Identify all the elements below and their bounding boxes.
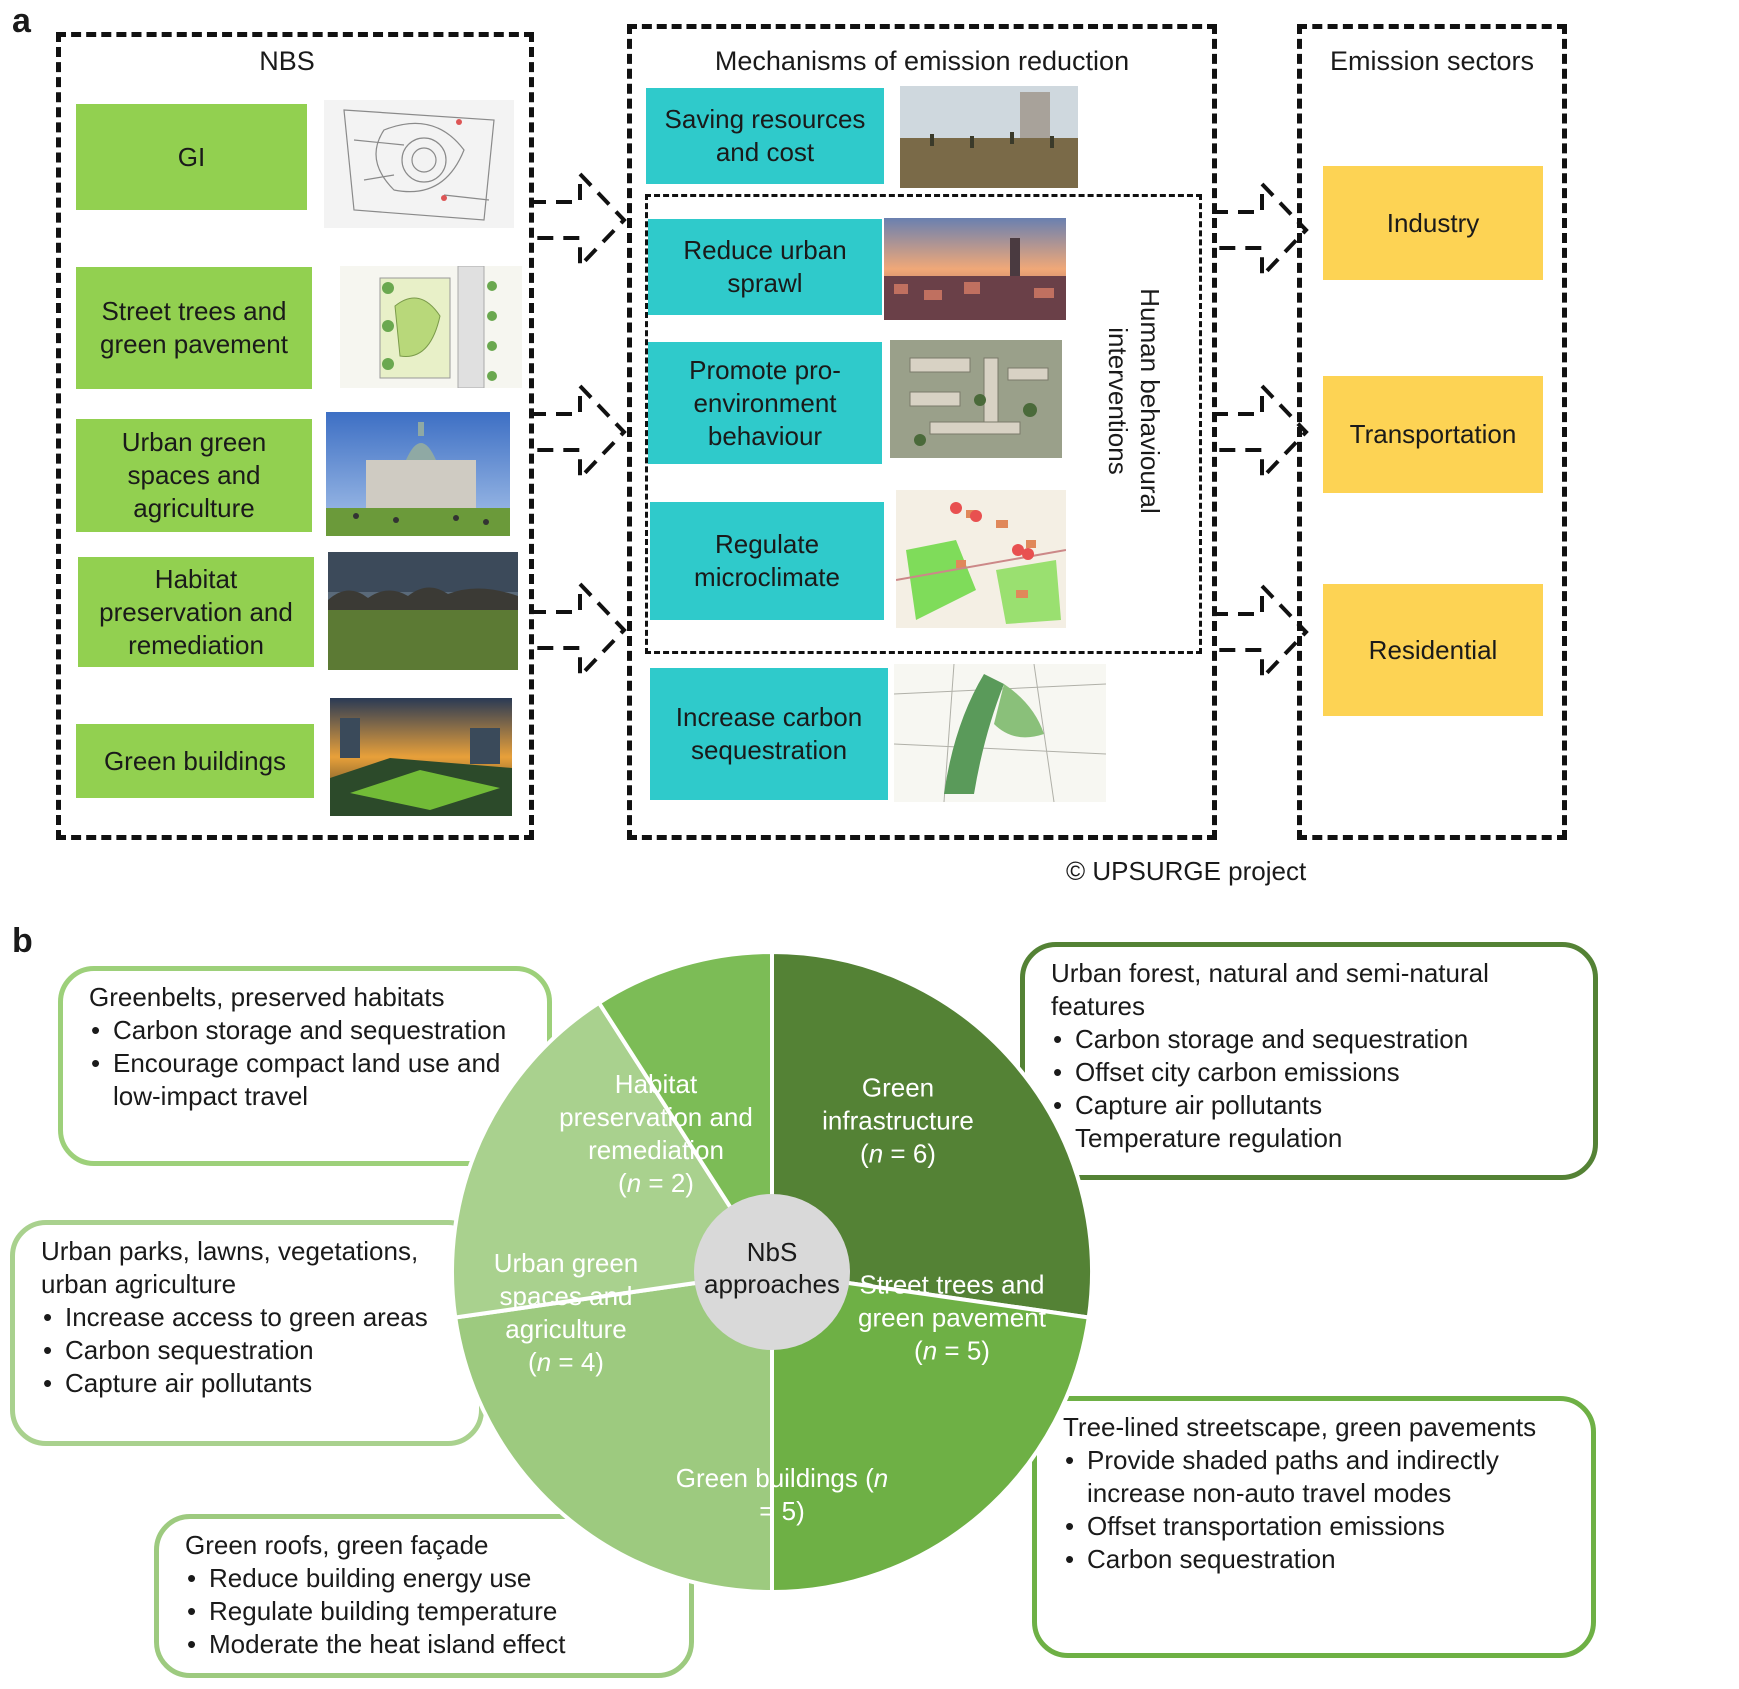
callout-gi-title: Urban forest, natural and semi-natural f… xyxy=(1051,958,1489,1021)
nbs-title: NBS xyxy=(259,46,315,76)
mechanisms-title: Mechanisms of emission reduction xyxy=(714,46,1130,76)
wedge-street-trees xyxy=(770,1269,1092,1595)
sector-transportation: Transportation xyxy=(1323,376,1543,493)
callout-street-title: Tree-lined streetscape, green pavements xyxy=(1063,1412,1537,1442)
callout-habitat-bullet-1: Carbon storage and sequestration xyxy=(89,1014,527,1047)
wedge-name-2: Green buildings xyxy=(675,1463,858,1493)
callout-street-bullet-2: Offset transportation emissions xyxy=(1063,1510,1571,1543)
callout-urban-green-bullet-3: Capture air pollutants xyxy=(41,1367,459,1400)
callout-gi-bullet-1: Carbon storage and sequestration xyxy=(1051,1023,1573,1056)
pie-hub-text: NbS approaches xyxy=(704,1237,840,1299)
mechanism-reduce-sprawl: Reduce urban sprawl xyxy=(648,219,882,315)
callout-habitat-bullet-2: Encourage compact land use and low-impac… xyxy=(89,1047,527,1113)
wedge-label-street-trees: Street trees and green pavement (n = 5) xyxy=(852,1269,1052,1368)
wedge-habitat xyxy=(596,949,774,1279)
callout-urban-green-bullet-2: Carbon sequestration xyxy=(41,1334,459,1367)
mechanisms-column-box xyxy=(627,24,1217,840)
arrow-nbs-to-mech-2 xyxy=(530,382,627,482)
callout-gi-bullet-3: Capture air pollutants xyxy=(1051,1089,1573,1122)
nbs-item-habitat: Habitat preservation and remediation xyxy=(78,557,314,667)
wedge-n-0: 6 xyxy=(912,1138,928,1169)
callout-buildings-bullet-2: Regulate building temperature xyxy=(185,1595,669,1628)
pie-hub-label: NbS approaches xyxy=(697,1236,847,1300)
city-hall-photo xyxy=(326,412,510,536)
callout-urban-green-bullet-1: Increase access to green areas xyxy=(41,1301,459,1334)
grassland-photo xyxy=(328,552,518,670)
callout-habitat-title: Greenbelts, preserved habitats xyxy=(89,982,445,1012)
wedge-name-1: Street trees and green pavement xyxy=(858,1269,1046,1333)
nbs-item-green-buildings: Green buildings xyxy=(76,724,314,798)
behavioural-interventions-box xyxy=(645,194,1202,654)
nbs-item-urban-green: Urban green spaces and agriculture xyxy=(76,419,312,532)
arrow-nbs-to-mech-1 xyxy=(530,170,627,270)
wedge-n-3: 4 xyxy=(580,1347,596,1377)
carbon-plan-image xyxy=(894,664,1106,802)
sectors-title: Emission sectors xyxy=(1329,46,1535,76)
wedge-label-habitat: Habitat preservation and remediation (n … xyxy=(546,1068,766,1200)
callout-habitat: Greenbelts, preserved habitats Carbon st… xyxy=(58,966,552,1166)
green-building-photo xyxy=(330,698,512,816)
wedge-label-urban-green: Urban green spaces and agriculture (n = … xyxy=(476,1247,656,1379)
callout-gi: Urban forest, natural and semi-natural f… xyxy=(1020,942,1598,1180)
wedge-n-1: 5 xyxy=(966,1335,982,1366)
wedge-label-green-buildings: Green buildings (n = 5) xyxy=(675,1463,889,1526)
callout-urban-green: Urban parks, lawns, vegetations, urban a… xyxy=(10,1220,484,1446)
callout-gi-bullet-2: Offset city carbon emissions xyxy=(1051,1056,1573,1089)
wedge-label-green-infrastructure: Green infrastructure (n = 6) xyxy=(803,1072,993,1171)
wedge-urban-green xyxy=(450,1000,776,1320)
arrow-mech-to-sector-3 xyxy=(1212,582,1309,682)
gi-plan-image xyxy=(324,100,514,228)
city-skyline-photo xyxy=(884,218,1066,320)
sector-industry: Industry xyxy=(1323,166,1543,280)
arrow-mech-to-sector-1 xyxy=(1212,180,1309,280)
wedge-name-4: Habitat preservation and remediation xyxy=(559,1069,753,1165)
panel-a-letter: a xyxy=(12,2,31,40)
callout-buildings-title: Green roofs, green façade xyxy=(185,1530,489,1560)
callout-street-bullet-1: Provide shaded paths and indirectly incr… xyxy=(1063,1444,1571,1510)
nbs-item-street-trees: Street trees and green pavement xyxy=(76,267,312,389)
mechanism-saving-resources: Saving resources and cost xyxy=(646,88,884,184)
aerial-housing-photo xyxy=(890,340,1062,458)
wedge-name-3: Urban green spaces and agriculture xyxy=(493,1248,639,1344)
wedge-n-4: 2 xyxy=(670,1168,686,1198)
mechanism-microclimate: Regulate microclimate xyxy=(650,502,884,620)
sector-residential: Residential xyxy=(1323,584,1543,716)
wedge-green-buildings xyxy=(452,1269,774,1595)
nbs-column-box xyxy=(56,32,534,840)
arrow-mech-to-sector-2 xyxy=(1212,382,1309,482)
callout-urban-green-title: Urban parks, lawns, vegetations, urban a… xyxy=(41,1236,419,1299)
callout-buildings-bullet-3: Moderate the heat island effect xyxy=(185,1628,669,1661)
park-people-photo xyxy=(900,86,1078,188)
callout-street-bullet-3: Carbon sequestration xyxy=(1063,1543,1571,1576)
callout-buildings-bullet-1: Reduce building energy use xyxy=(185,1562,669,1595)
wedge-green-infrastructure xyxy=(770,949,1094,1320)
wedge-n-2: 5 xyxy=(781,1496,797,1526)
mechanism-pro-environment: Promote pro-environment behaviour xyxy=(648,342,882,464)
sectors-column-box xyxy=(1297,24,1567,840)
pie-hub xyxy=(694,1194,850,1350)
callout-street: Tree-lined streetscape, green pavements … xyxy=(1032,1396,1596,1658)
microclimate-map-image xyxy=(896,490,1066,628)
panel-b-letter: b xyxy=(12,922,33,960)
copyright-text: © UPSURGE project xyxy=(1066,856,1307,886)
wedge-name-0: Green infrastructure xyxy=(822,1072,974,1136)
nbs-item-gi: GI xyxy=(76,104,307,210)
arrow-nbs-to-mech-3 xyxy=(530,580,627,680)
street-trees-plan-image xyxy=(340,266,522,388)
mechanism-carbon-sequestration: Increase carbon sequestration xyxy=(650,668,888,800)
